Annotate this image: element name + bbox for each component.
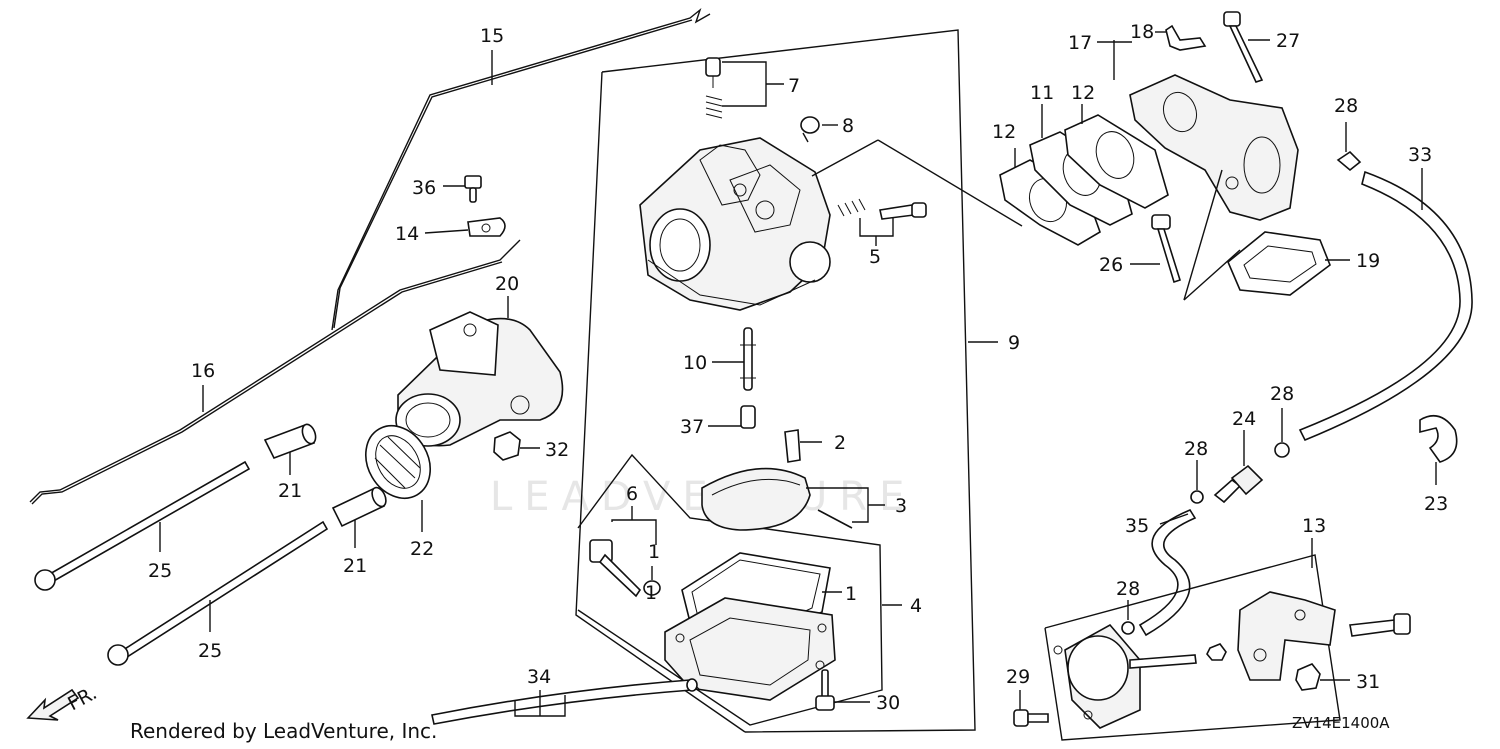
hose-clip-28-left	[1190, 460, 1204, 504]
callout-36: 36	[412, 177, 436, 199]
callout-6: 6	[626, 483, 638, 505]
callout-11: 11	[1030, 82, 1054, 104]
callout-21: 21	[343, 555, 367, 577]
nut-31	[1295, 663, 1350, 691]
callout-29: 29	[1006, 666, 1030, 688]
carburetor-assembly-frame	[575, 29, 998, 733]
callout-2: 2	[834, 432, 846, 454]
bracket-bolt	[1349, 613, 1411, 637]
callout-1: 1	[645, 582, 657, 604]
callout-23: 23	[1424, 493, 1448, 515]
emulsion-tube	[712, 327, 756, 391]
callout-16: 16	[191, 360, 215, 382]
fuel-hose-33	[1298, 168, 1473, 442]
callout-28: 28	[1184, 438, 1208, 460]
hose-clip-28-top	[1336, 122, 1362, 172]
float	[701, 467, 885, 531]
callout-32: 32	[545, 439, 569, 461]
nut-32	[493, 431, 540, 461]
choke-rod	[29, 239, 521, 505]
float-chamber-frame	[577, 453, 883, 726]
callout-1: 1	[845, 583, 857, 605]
hose-clip-28-mid	[1274, 408, 1290, 458]
pilot-screw-spring	[705, 57, 784, 119]
fuel-pump-frame	[1044, 554, 1341, 741]
callout-28: 28	[1116, 578, 1140, 600]
float-valve	[784, 429, 822, 463]
callout-9: 9	[1008, 332, 1020, 354]
callout-15: 15	[480, 25, 504, 47]
callout-21: 21	[278, 480, 302, 502]
spacer-sleeve-upper	[263, 423, 317, 475]
front-direction-arrow	[26, 688, 80, 721]
callout-14: 14	[395, 223, 419, 245]
screw-8	[800, 116, 838, 143]
direction-label: FR.	[64, 682, 100, 715]
callout-8: 8	[842, 115, 854, 137]
callout-25: 25	[198, 640, 222, 662]
watermark-text: LEADVENTURE	[490, 474, 916, 520]
fuel-pump	[1053, 623, 1197, 729]
bolt-26	[1130, 169, 1241, 301]
fuel-pump-bracket	[1237, 591, 1336, 681]
drain-screw	[589, 506, 657, 598]
main-jet	[708, 405, 756, 429]
float-bowl	[664, 597, 836, 701]
hose-clip-28-lower	[1121, 600, 1135, 635]
callout-28: 28	[1270, 383, 1294, 405]
callout-37: 37	[680, 416, 704, 438]
callout-34: 34	[527, 666, 551, 688]
o-ring-small	[643, 566, 661, 596]
nut-small	[1206, 643, 1227, 661]
stud-upper	[34, 460, 251, 591]
callout-26: 26	[1099, 254, 1123, 276]
insulator-17	[1097, 40, 1299, 221]
fuel-filter-24	[1213, 430, 1264, 504]
callout-10: 10	[683, 352, 707, 374]
callout-4: 4	[910, 595, 922, 617]
clip-14	[424, 217, 506, 237]
callout-30: 30	[876, 692, 900, 714]
callout-33: 33	[1408, 144, 1432, 166]
callout-1: 1	[648, 541, 660, 563]
gasket-12-rear	[1064, 104, 1169, 209]
callout-7: 7	[788, 75, 800, 97]
throttle-stop-screw	[837, 198, 927, 246]
callout-20: 20	[495, 273, 519, 295]
bolt-27	[1223, 11, 1270, 83]
hose-clamp-23	[1419, 414, 1458, 485]
callout-12: 12	[1071, 82, 1095, 104]
intake-elbow	[395, 296, 564, 447]
callout-13: 13	[1302, 515, 1326, 537]
callout-25: 25	[148, 560, 172, 582]
throttle-rod	[331, 7, 711, 331]
stud-18	[1155, 24, 1207, 51]
callout-24: 24	[1232, 408, 1256, 430]
diagram-code: ZV14E1400A	[1292, 714, 1390, 732]
drain-tube	[431, 678, 698, 725]
intake-screen	[365, 425, 431, 532]
fuel-hose-35	[1138, 509, 1197, 637]
callout-22: 22	[410, 538, 434, 560]
spacer-sleeve-lower	[331, 486, 387, 548]
callout-27: 27	[1276, 30, 1300, 52]
callout-18: 18	[1130, 21, 1154, 43]
bolt-36	[443, 175, 482, 203]
callout-3: 3	[895, 495, 907, 517]
footer-credit: Rendered by LeadVenture, Inc.	[130, 719, 437, 743]
callout-17: 17	[1068, 32, 1092, 54]
callout-19: 19	[1356, 250, 1380, 272]
callout-35: 35	[1125, 515, 1149, 537]
callout-12: 12	[992, 121, 1016, 143]
bolt-29	[1013, 690, 1049, 727]
callout-5: 5	[869, 246, 881, 268]
stud-lower	[107, 520, 329, 666]
gasket-19	[1227, 231, 1350, 296]
callout-28: 28	[1334, 95, 1358, 117]
carburetor-body	[639, 137, 1023, 311]
callout-31: 31	[1356, 671, 1380, 693]
bowl-bolt	[815, 669, 870, 711]
